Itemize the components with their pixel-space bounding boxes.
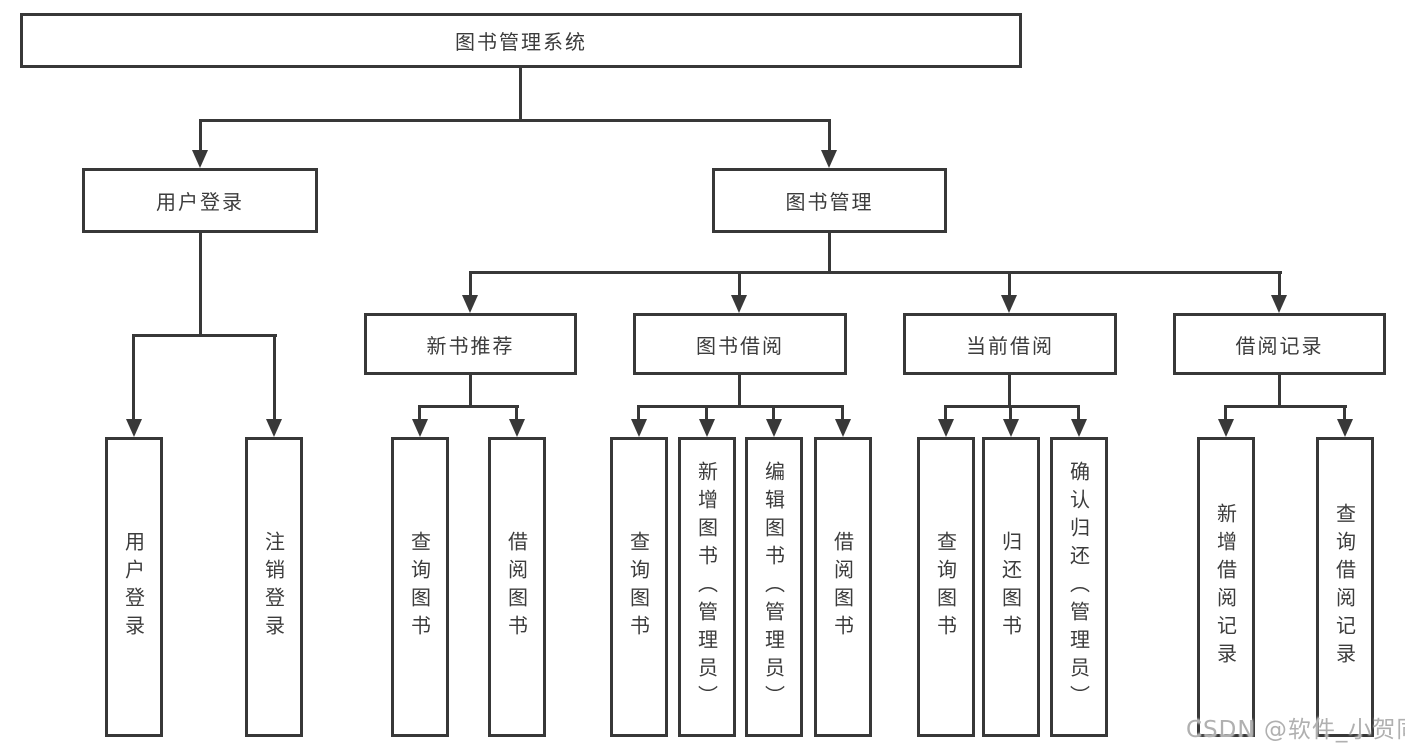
leaf-query-books-1: 查询图书 (391, 437, 449, 737)
leaf-logout-label: 注销登录 (261, 531, 286, 643)
leaf-add-borrow-record-label: 新增借阅记录 (1213, 503, 1238, 671)
leaf-query-books-2: 查询图书 (610, 437, 668, 737)
connector-user-login-drop-1 (132, 334, 135, 421)
connector-user-login-rail (132, 334, 277, 337)
connector-current-borrow-rail (944, 405, 1080, 408)
arrow-to-borrow-books-2 (835, 419, 851, 437)
leaf-add-books-admin-label: 新增图书（管理员） (694, 461, 719, 713)
connector-borrow-records-drop-1 (1224, 405, 1227, 421)
connector-book-borrow-drop-3 (772, 405, 775, 421)
node-current-borrow: 当前借阅 (903, 313, 1117, 375)
leaf-add-borrow-record: 新增借阅记录 (1197, 437, 1255, 737)
connector-book-management-rail (469, 271, 1282, 274)
arrow-to-query-books-1 (412, 419, 428, 437)
connector-new-book-stub (469, 375, 472, 407)
leaf-borrow-books-2-label: 借阅图书 (830, 531, 855, 643)
connector-current-borrow-drop-2 (1009, 405, 1012, 421)
connector-new-book-drop-1 (418, 405, 421, 421)
leaf-edit-books-admin: 编辑图书（管理员） (745, 437, 803, 737)
connector-root-stub (519, 68, 522, 120)
connector-current-borrow-drop-1 (944, 405, 947, 421)
leaf-query-borrow-record: 查询借阅记录 (1316, 437, 1374, 737)
connector-l3-drop-4 (1278, 271, 1281, 297)
node-user-login: 用户登录 (82, 168, 318, 233)
connector-book-borrow-stub (738, 375, 741, 407)
connector-root-drop-right (828, 119, 831, 152)
connector-book-borrow-drop-1 (637, 405, 640, 421)
node-book-borrow: 图书借阅 (633, 313, 847, 375)
leaf-borrow-books-1: 借阅图书 (488, 437, 546, 737)
connector-user-login-stub (199, 233, 202, 337)
connector-current-borrow-stub (1008, 375, 1011, 407)
arrow-to-query-books-2 (631, 419, 647, 437)
arrow-to-add-borrow-record (1218, 419, 1234, 437)
node-borrow-records: 借阅记录 (1173, 313, 1386, 375)
connector-new-book-drop-2 (515, 405, 518, 421)
leaf-borrow-books-2: 借阅图书 (814, 437, 872, 737)
connector-book-management-stub (828, 233, 831, 274)
leaf-confirm-return-admin-label: 确认归还（管理员） (1066, 461, 1091, 713)
leaf-borrow-books-1-label: 借阅图书 (504, 531, 529, 643)
connector-l3-drop-3 (1008, 271, 1011, 297)
connector-root-drop-left (199, 119, 202, 152)
leaf-return-books: 归还图书 (982, 437, 1040, 737)
node-new-book-recommend: 新书推荐 (364, 313, 577, 375)
connector-user-login-drop-2 (273, 334, 276, 421)
leaf-logout: 注销登录 (245, 437, 303, 737)
leaf-query-books-2-label: 查询图书 (626, 531, 651, 643)
arrow-to-current-borrow (1001, 295, 1017, 313)
arrow-to-book-management (821, 150, 837, 168)
leaf-query-books-3-label: 查询图书 (933, 531, 958, 643)
csdn-watermark: CSDN @软件_小贺同学 (1186, 717, 1405, 743)
leaf-add-books-admin: 新增图书（管理员） (678, 437, 736, 737)
connector-l3-drop-2 (738, 271, 741, 297)
connector-borrow-records-stub (1278, 375, 1281, 407)
arrow-to-query-borrow-record (1337, 419, 1353, 437)
leaf-edit-books-admin-label: 编辑图书（管理员） (761, 461, 786, 713)
connector-root-rail (199, 119, 831, 122)
leaf-query-borrow-record-label: 查询借阅记录 (1332, 503, 1357, 671)
connector-book-borrow-drop-4 (841, 405, 844, 421)
leaf-return-books-label: 归还图书 (998, 531, 1023, 643)
arrow-to-user-login (192, 150, 208, 168)
connector-new-book-rail (419, 405, 519, 408)
leaf-user-login-label: 用户登录 (121, 531, 146, 643)
connector-borrow-records-rail (1225, 405, 1347, 408)
arrow-to-borrow-records (1271, 295, 1287, 313)
arrow-to-leaf-logout (266, 419, 282, 437)
arrow-to-edit-books-admin (766, 419, 782, 437)
arrow-to-return-books (1003, 419, 1019, 437)
node-book-management: 图书管理 (712, 168, 947, 233)
connector-book-borrow-drop-2 (705, 405, 708, 421)
arrow-to-borrow-books-1 (509, 419, 525, 437)
leaf-query-books-1-label: 查询图书 (407, 531, 432, 643)
connector-l3-drop-1 (469, 271, 472, 297)
connector-borrow-records-drop-2 (1343, 405, 1346, 421)
arrow-to-new-book-recommend (462, 295, 478, 313)
leaf-confirm-return-admin: 确认归还（管理员） (1050, 437, 1108, 737)
arrow-to-confirm-return-admin (1071, 419, 1087, 437)
arrow-to-query-books-3 (938, 419, 954, 437)
connector-current-borrow-drop-3 (1077, 405, 1080, 421)
arrow-to-leaf-user-login (126, 419, 142, 437)
connector-book-borrow-rail (637, 405, 844, 408)
arrow-to-add-books-admin (699, 419, 715, 437)
leaf-query-books-3: 查询图书 (917, 437, 975, 737)
node-library-management-system: 图书管理系统 (20, 13, 1022, 68)
arrow-to-book-borrow (731, 295, 747, 313)
leaf-user-login: 用户登录 (105, 437, 163, 737)
